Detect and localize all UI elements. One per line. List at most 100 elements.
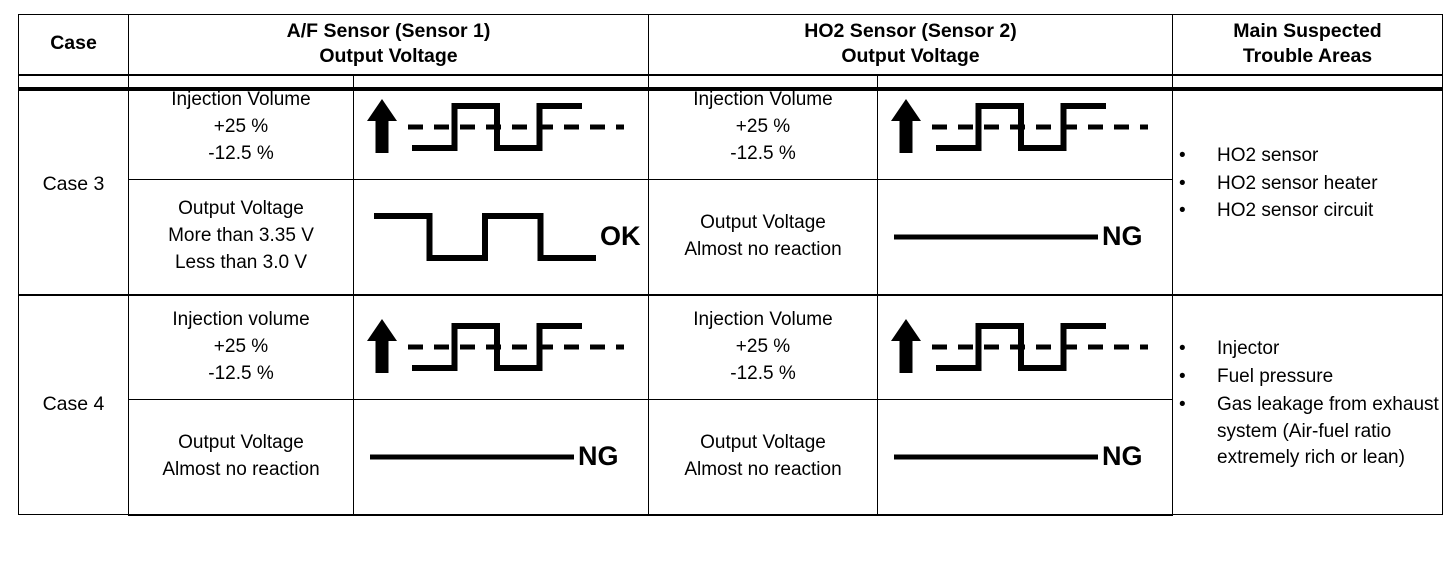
ho2-sensor-description-line-3: -12.5 % [730,362,796,384]
table-header: Case A/F Sensor (Sensor 1) Output Voltag… [18,14,1443,75]
af-sensor-waveform-cell [353,73,649,180]
trouble-area-text: HO2 sensor circuit [1217,200,1374,222]
ho2-sensor-description-line-1: Injection Volume [693,308,833,330]
waveform-square-falling: OK [374,212,641,261]
waveform-square-rising [367,99,624,154]
trouble-area-item: • Fuel pressure [1173,364,1442,391]
trouble-area-item: • Injector [1173,336,1442,363]
bullet-icon: • [1179,144,1186,166]
af-sensor-description-line-1: Output Voltage [178,198,304,220]
af-sensor-waveform-cell: OK [353,179,649,296]
waveform-verdict-label: OK [600,221,641,251]
ho2-sensor-description-line-2: +25 % [735,335,791,357]
header-ho2-sensor: HO2 Sensor (Sensor 2) Output Voltage [648,14,1173,75]
waveform-flat: NG [894,221,1143,251]
af-sensor-description-line-3: -12.5 % [208,142,274,164]
waveform-container: NG [878,189,1172,285]
trouble-area-item: • HO2 sensor heater [1173,171,1442,198]
trouble-area-text: HO2 sensor heater [1217,172,1378,194]
af-sensor-waveform-cell: NG [353,399,649,516]
bullet-icon: • [1179,338,1186,360]
trouble-area-text: HO2 sensor [1217,144,1319,166]
ho2-sensor-description: Injection Volume +25 % -12.5 % [648,73,878,180]
ho2-sensor-waveform-cell [877,293,1173,400]
trouble-areas-cell-2: • Injector • Fuel pressure • Gas leakage from… [1172,293,1443,515]
waveform-container [878,79,1172,175]
header-af-sensor-line2: Output Voltage [319,45,458,68]
header-ho2-sensor-line1: HO2 Sensor (Sensor 2) [804,19,1017,42]
trouble-areas-list: • Injector • Fuel pressure • Gas leakage from… [1173,336,1442,472]
ho2-sensor-description: Injection Volume +25 % -12.5 % [648,293,878,400]
af-sensor-description: Injection volume +25 % -12.5 % [128,293,354,400]
header-row: Case A/F Sensor (Sensor 1) Output Voltag… [18,14,1443,75]
waveform-verdict-label: NG [1102,221,1143,251]
up-arrow-icon [891,319,921,374]
trouble-area-text: Injector [1217,338,1280,360]
waveform-container [878,299,1172,395]
ho2-sensor-description-line-1: Output Voltage [700,431,826,453]
waveform-container: NG [354,409,648,505]
sensor-diagnostic-table: Case A/F Sensor (Sensor 1) Output Voltag… [18,14,1443,516]
bullet-icon: • [1179,172,1186,194]
af-sensor-description-line-1: Injection Volume [171,88,311,110]
af-sensor-description-line-2: More than 3.35 V [168,225,314,247]
bullet-icon: • [1179,200,1186,222]
waveform-container [354,79,648,175]
header-trouble-areas-line1: Main Suspected [1233,19,1382,42]
waveform-verdict-label: NG [578,441,619,471]
af-sensor-description-line-3: -12.5 % [208,362,274,384]
header-trouble-areas-line2: Trouble Areas [1242,45,1373,68]
trouble-areas-cell-1: • HO2 sensor • HO2 sensor heater • HO2 sensor… [1172,73,1443,295]
waveform-square-rising [367,319,624,374]
trouble-area-item: • HO2 sensor circuit [1173,198,1442,225]
ho2-sensor-description-line-1: Injection Volume [693,88,833,110]
ho2-sensor-description-line-3: -12.5 % [730,142,796,164]
af-sensor-description: Injection Volume+25 %-12.5 % [128,73,354,180]
waveform-verdict-label: NG [1102,441,1143,471]
af-sensor-description-line-2: Almost no reaction [162,458,320,480]
ho2-sensor-description-line-1: Output Voltage [700,211,826,233]
waveform-flat: NG [370,441,619,471]
ho2-sensor-waveform-cell: NG [877,399,1173,516]
af-sensor-description-line-3: Less than 3.0 V [174,252,308,274]
trouble-area-text: Fuel pressure [1217,366,1334,388]
bullet-icon: • [1179,393,1186,415]
ho2-sensor-waveform-cell: NG [877,179,1173,296]
af-sensor-waveform-cell [353,293,649,400]
trouble-area-text: Gas leakage from exhaust system (Air-fue… [1217,393,1439,469]
af-sensor-description-line-2: +25 % [213,335,269,357]
waveform-flat: NG [894,441,1143,471]
trouble-areas-list: • HO2 sensor • HO2 sensor heater • HO2 sensor… [1173,143,1442,225]
up-arrow-icon [367,319,397,374]
ho2-sensor-description-line-2: Almost no reaction [684,238,842,260]
header-af-sensor: A/F Sensor (Sensor 1) Output Voltage [128,14,649,75]
af-sensor-description-line-1: Injection volume [172,308,310,330]
bullet-icon: • [1179,366,1186,388]
header-af-sensor-line1: A/F Sensor (Sensor 1) [286,19,491,42]
square-wave-trace [374,212,596,261]
af-sensor-description-line-1: Output Voltage [178,431,304,453]
up-arrow-icon [891,99,921,154]
trouble-area-item: • HO2 sensor [1173,143,1442,170]
ho2-sensor-description-line-2: +25 % [735,115,791,137]
case-label-2: Case 4 [18,293,129,515]
header-case: Case [18,14,129,75]
waveform-container: NG [878,409,1172,505]
trouble-area-item: • Gas leakage from exhaust system (Air-fu… [1173,392,1442,472]
waveform-container: OK [354,189,648,285]
waveform-container [354,299,648,395]
waveform-square-rising [891,319,1148,374]
up-arrow-icon [367,99,397,154]
header-trouble-areas: Main Suspected Trouble Areas [1172,14,1443,75]
ho2-sensor-waveform-cell [877,73,1173,180]
